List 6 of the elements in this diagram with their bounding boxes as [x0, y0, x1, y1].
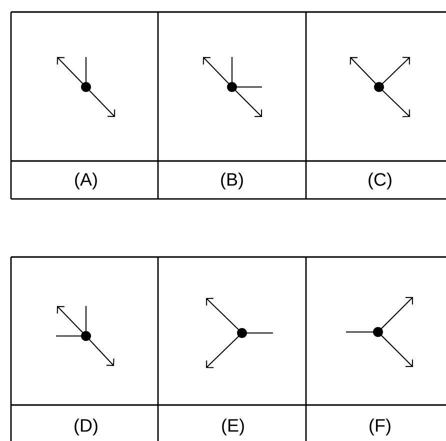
option-label: (B) — [221, 172, 243, 190]
option-label: (F) — [370, 418, 390, 436]
option-label: (D) — [74, 418, 98, 436]
option-label: (A) — [75, 172, 97, 190]
option-label: (C) — [368, 172, 392, 190]
option-label: (E) — [222, 418, 244, 436]
